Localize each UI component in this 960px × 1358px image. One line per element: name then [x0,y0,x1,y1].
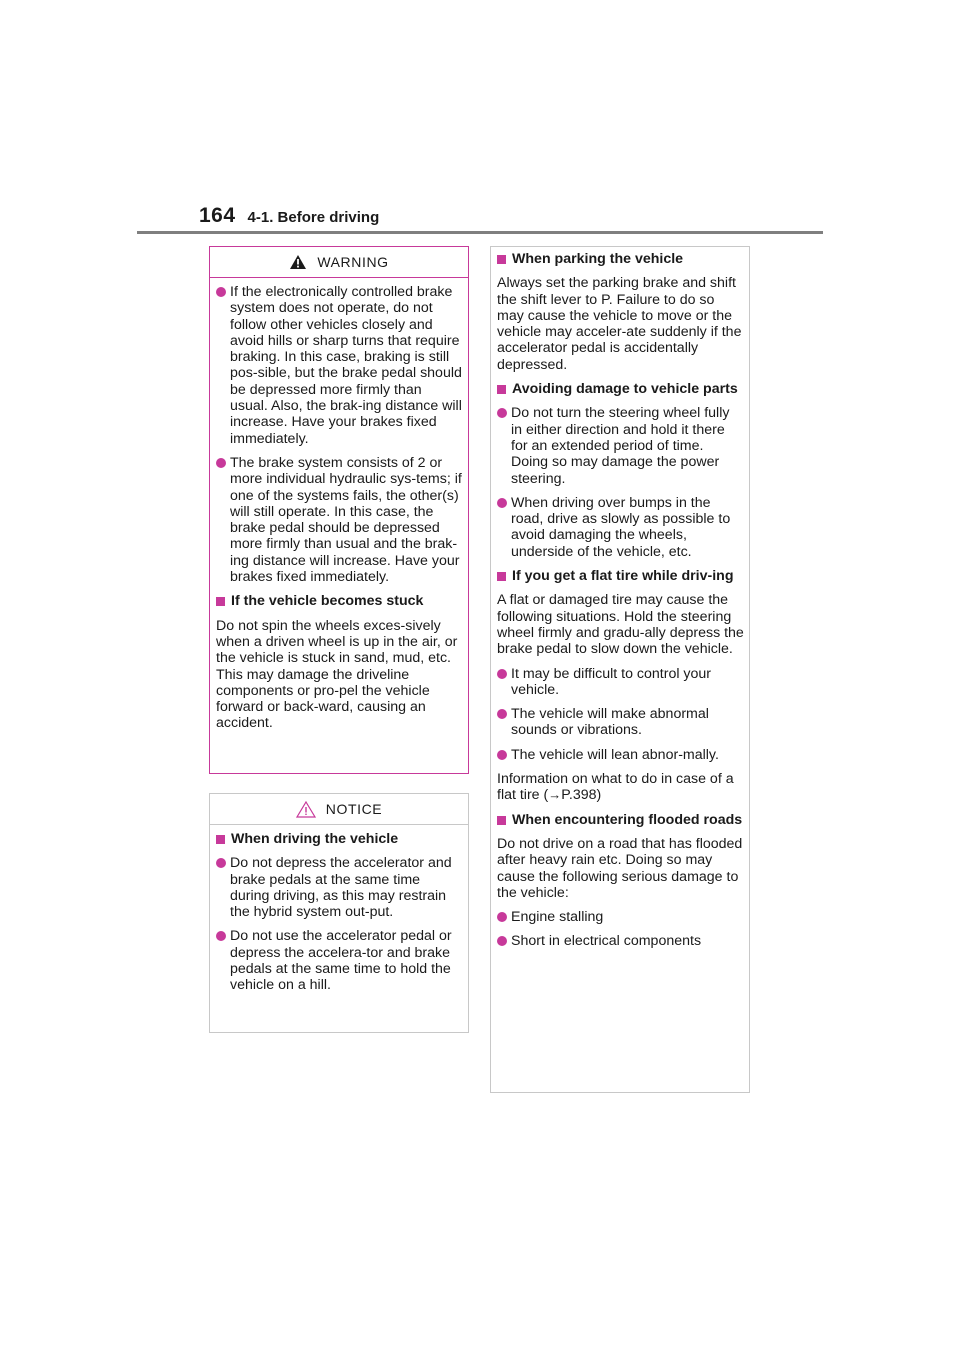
paragraph: Information on what to do in case of a f… [497,771,734,804]
subheading: If you get a flat tire while driv-ing [497,568,744,584]
notice-title: NOTICE [325,801,383,817]
warning-title: WARNING [317,254,389,270]
bullet-icon [216,858,226,869]
bullet-icon [497,709,507,720]
bullet-icon [497,749,507,760]
square-bullet-icon [216,597,225,607]
paragraph: Do not spin the wheels exces-sively when… [216,617,458,732]
list-item: The vehicle will lean abnor-mally. [497,747,744,763]
square-bullet-icon [497,385,506,395]
list-item: Do not depress the accelerator and brake… [216,855,463,920]
bullet-icon [216,457,226,468]
list-item: If the electronically controlled brake s… [216,284,463,447]
list-item: The vehicle will make abnormal sounds or… [497,706,744,739]
page-header: 164 4-1. Before driving [199,204,379,234]
continued-notice-box: When parking the vehicle Always set the … [490,246,750,1093]
header-rule [137,231,823,234]
subheading: Avoiding damage to vehicle parts [497,381,744,397]
paragraph: A flat or damaged tire may cause the fol… [497,592,744,658]
arrow-right-icon: → [548,787,562,803]
bullet-icon [497,497,507,508]
list-item: When driving over bumps in the road, dri… [497,495,744,560]
bullet-icon [497,668,507,679]
subheading: If the vehicle becomes stuck [216,593,463,609]
list-item: Engine stalling [497,909,744,925]
bullet-icon [497,408,507,419]
warning-triangle-icon [290,255,307,269]
subheading: When parking the vehicle [497,251,744,267]
bullet-icon [216,931,226,942]
square-bullet-icon [497,815,506,825]
notice-header: NOTICE [210,794,468,825]
square-bullet-icon [497,255,506,264]
bullet-icon [216,287,226,297]
bullet-icon [497,912,507,923]
notice-box: NOTICE When driving the vehicle Do not d… [209,793,469,1033]
warning-box: WARNING If the electronically controlled… [209,246,469,774]
list-item: The brake system consists of 2 or more i… [216,455,463,585]
list-item: Short in electrical components [497,933,744,949]
list-item: Do not use the accelerator pedal or depr… [216,928,463,993]
section-title: 4-1. Before driving [247,209,380,226]
square-bullet-icon [216,835,225,844]
subheading: When driving the vehicle [216,831,463,847]
page-number: 164 [199,204,236,227]
paragraph: Do not drive on a road that has flooded … [497,835,743,901]
list-item: Do not turn the steering wheel fully in … [497,405,744,487]
paragraph: Always set the parking brake and shift t… [497,275,742,373]
subheading: When encountering flooded roads [497,812,744,828]
bullet-icon [497,936,507,947]
caution-triangle-icon [295,800,316,818]
warning-header: WARNING [210,247,468,278]
page-reference-link[interactable]: P.398 [561,787,597,804]
list-item: It may be difficult to control your vehi… [497,666,744,699]
square-bullet-icon [497,572,506,582]
